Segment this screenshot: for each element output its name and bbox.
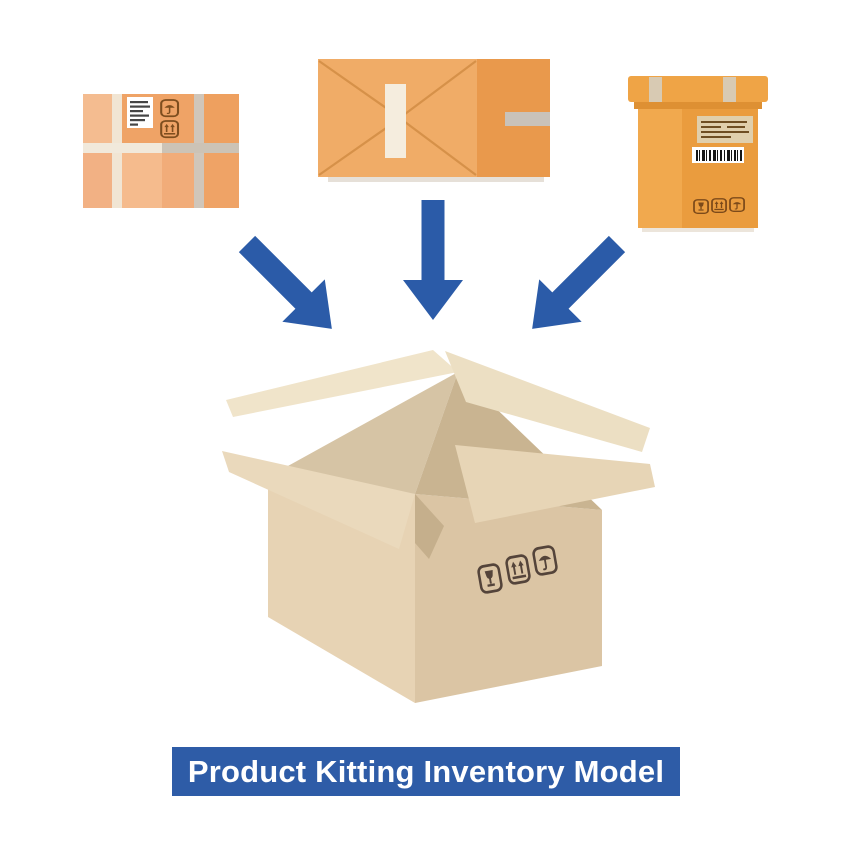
box-face-right: [415, 494, 602, 703]
open-kit-box: [222, 350, 655, 703]
parcel-package: [83, 94, 239, 208]
carton-shadow: [642, 228, 754, 232]
carton-label: [697, 116, 753, 143]
title-banner: Product Kitting Inventory Model: [172, 747, 680, 796]
down-left-arrow-icon: [510, 222, 639, 351]
carton-lid-tape: [649, 77, 662, 102]
carton-package: [628, 76, 768, 232]
shipping-label-text-lines: [130, 101, 150, 126]
flow-arrows: [225, 200, 639, 351]
parcel-panel: [83, 153, 112, 208]
box-interior-left: [268, 372, 458, 494]
parcel-panel: [162, 153, 194, 208]
box-flap-back-right: [445, 351, 650, 452]
parcel-panel: [122, 153, 162, 208]
carton-lid-shadow: [634, 102, 762, 109]
down-arrow-icon: [403, 200, 463, 320]
envelope-tape: [385, 84, 406, 158]
parcel-tape-horizontal: [83, 143, 162, 153]
envelope-package: [318, 59, 550, 182]
down-right-arrow-icon: [225, 222, 354, 351]
box-flap-back-left: [226, 350, 458, 417]
envelope-address-strip: [505, 112, 550, 126]
envelope-shadow: [328, 177, 544, 182]
box-flap-front-left: [222, 451, 415, 549]
carton-barcode-bars: [696, 150, 742, 161]
carton-lid-tape: [723, 77, 736, 102]
parcel-panel: [204, 94, 239, 143]
box-flap-front-right: [455, 445, 655, 523]
carton-side-face: [638, 109, 682, 228]
title-banner-label: Product Kitting Inventory Model: [187, 754, 665, 789]
carton-label-text-lines: [701, 121, 749, 138]
parcel-tape-horizontal: [162, 143, 239, 153]
box-flap-front-wedge: [415, 494, 444, 559]
parcel-panel: [83, 94, 112, 143]
